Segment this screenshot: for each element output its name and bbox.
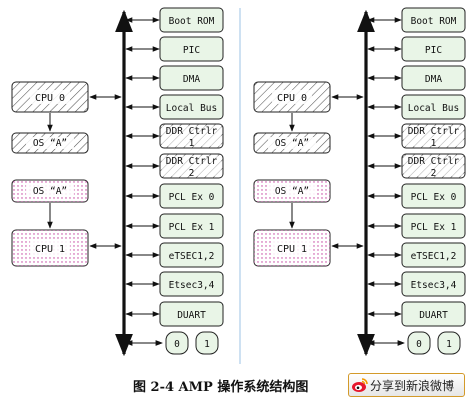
pcl-ex-1-box: [159, 213, 224, 239]
pcl-ex-1-box: [401, 213, 466, 239]
duart-label: DUART: [419, 310, 448, 321]
duart-box: [401, 301, 466, 327]
etsec34-label: Etsec3,4: [411, 280, 457, 291]
dma-box: [401, 65, 466, 91]
local-bus-label: Local Bus: [408, 103, 459, 114]
share-to-weibo-button[interactable]: 分享到新浪微博: [348, 373, 465, 397]
etsec34-box: [401, 271, 466, 297]
dma-box: [159, 65, 224, 91]
pcl-ex-1-label: PCL Ex 1: [411, 222, 457, 233]
etsec12-label: eTSEC1,2: [169, 251, 215, 262]
dma-label: DMA: [183, 74, 200, 85]
port-1-box: [437, 331, 461, 355]
local-bus-box: [401, 94, 466, 120]
share-label: 分享到新浪微博: [370, 378, 455, 393]
cpu1-label: CPU 1: [277, 244, 307, 255]
os-a-top-label: OS “A”: [33, 138, 67, 149]
port-1-box: [195, 331, 219, 355]
port-0-box: [165, 331, 189, 355]
etsec12-box: [159, 242, 224, 268]
duart-label: DUART: [177, 310, 206, 321]
etsec34-box: [159, 271, 224, 297]
os-a-bottom-label: OS “A”: [275, 186, 309, 197]
pic-box: [159, 36, 224, 62]
etsec12-box: [401, 242, 466, 268]
duart-box: [159, 301, 224, 327]
port-0-label: 0: [174, 339, 180, 350]
local-bus-box: [159, 94, 224, 120]
port-1-label: 1: [446, 339, 452, 350]
cpu0-label: CPU 0: [277, 93, 307, 104]
local-bus-label: Local Bus: [166, 103, 217, 114]
dma-label: DMA: [425, 74, 442, 85]
pcl-ex-0-label: PCL Ex 0: [169, 192, 215, 203]
pic-label: PIC: [425, 45, 442, 56]
pcl-ex-1-label: PCL Ex 1: [169, 222, 215, 233]
port-0-box: [407, 331, 431, 355]
boot-rom-box: [401, 7, 466, 33]
cpu0-label: CPU 0: [35, 93, 65, 104]
pic-box: [401, 36, 466, 62]
cpu1-label: CPU 1: [35, 244, 65, 255]
port-1-label: 1: [204, 339, 210, 350]
weibo-icon: [351, 377, 368, 394]
pcl-ex-0-label: PCL Ex 0: [411, 192, 457, 203]
os-a-bottom-label: OS “A”: [33, 186, 67, 197]
pcl-ex-0-box: [401, 183, 466, 209]
port-0-label: 0: [416, 339, 422, 350]
figure-caption: 图 2-4 AMP 操作系统结构图: [133, 380, 309, 395]
boot-rom-label: Boot ROM: [169, 16, 215, 27]
pic-label: PIC: [183, 45, 200, 56]
etsec12-label: eTSEC1,2: [411, 251, 457, 262]
etsec34-label: Etsec3,4: [169, 280, 215, 291]
os-a-top-label: OS “A”: [275, 138, 309, 149]
pcl-ex-0-box: [159, 183, 224, 209]
boot-rom-box: [159, 7, 224, 33]
boot-rom-label: Boot ROM: [411, 16, 457, 27]
